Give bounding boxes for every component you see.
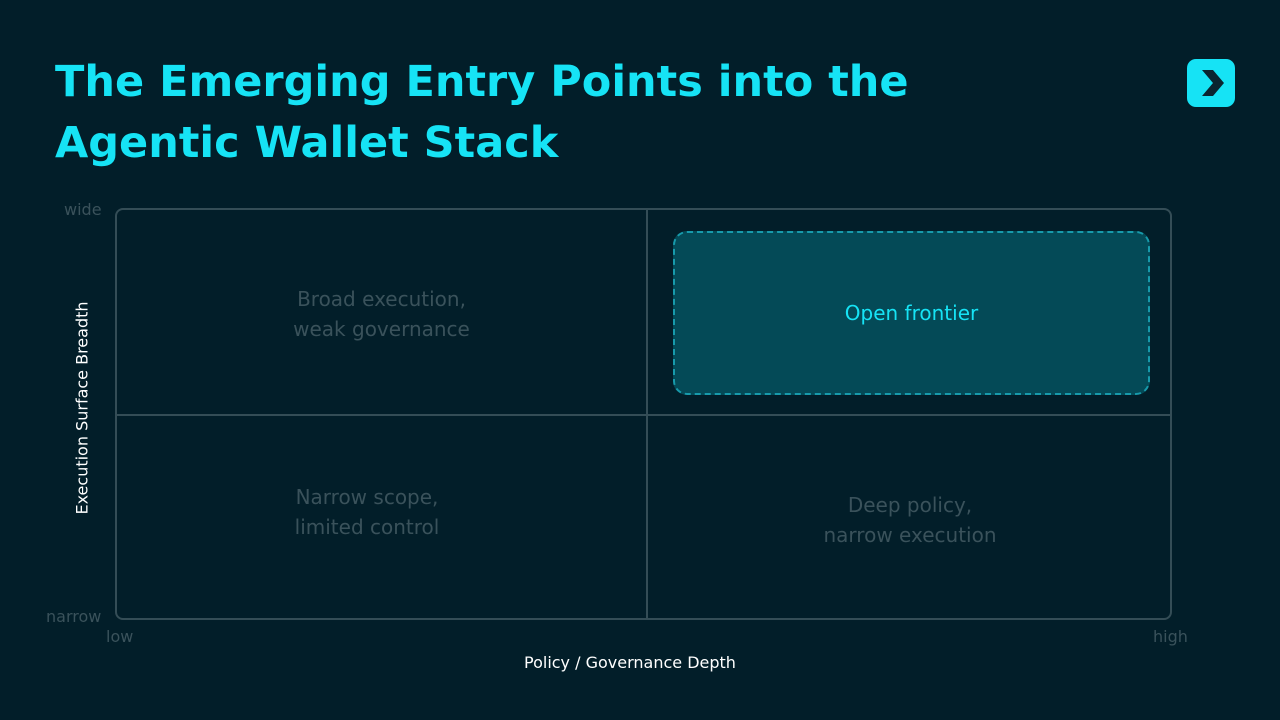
quadrant-bottom-left: Narrow scope, limited control — [117, 482, 617, 542]
quadrant-text: narrow execution — [823, 523, 997, 547]
quadrant-grid: Broad execution, weak governance Open fro… — [115, 208, 1172, 620]
y-tick-wide: wide — [64, 200, 102, 219]
x-tick-high: high — [1153, 627, 1188, 646]
quadrant-text: Broad execution, — [297, 287, 466, 311]
y-axis-label: Execution Surface Breadth — [72, 301, 92, 515]
page-title: The Emerging Entry Points into the Agent… — [55, 57, 909, 168]
quadrant-text: Deep policy, — [847, 493, 973, 517]
quadrant-top-right-highlight: Open frontier — [673, 231, 1150, 395]
chevron-right-icon — [1202, 70, 1224, 96]
quadrant-bottom-right: Deep policy, narrow execution — [648, 490, 1172, 550]
x-axis-label: Policy / Governance Depth — [524, 653, 736, 672]
next-button[interactable] — [1187, 59, 1235, 107]
horizontal-divider — [117, 414, 1170, 416]
quadrant-top-left: Broad execution, weak governance — [117, 284, 646, 344]
quadrant-text: weak governance — [293, 317, 470, 341]
quadrant-text: Narrow scope, — [295, 485, 439, 509]
quadrant-text: limited control — [294, 515, 440, 539]
x-tick-low: low — [106, 627, 134, 646]
y-tick-narrow: narrow — [46, 607, 102, 626]
